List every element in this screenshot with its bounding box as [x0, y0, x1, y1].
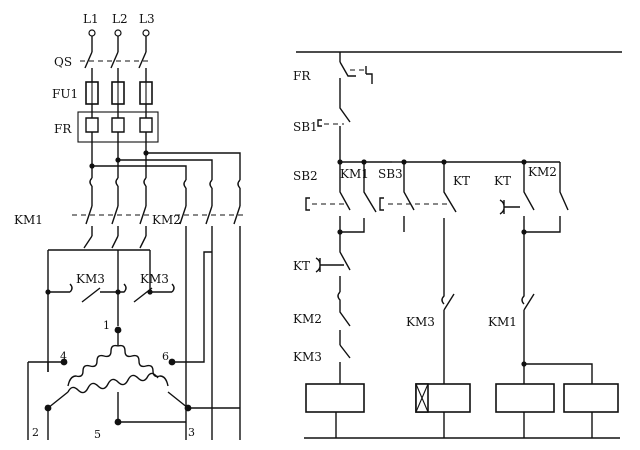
km2-feed-wiring	[89, 150, 241, 180]
km3-bridge-wiring	[47, 235, 151, 372]
coil-km3	[563, 383, 619, 413]
fr-nc-contact	[339, 61, 373, 92]
km3-right-label: KM3	[140, 272, 169, 286]
coil-kt	[415, 383, 471, 413]
km3-left-label: KM3	[76, 272, 105, 286]
main-circuit: L1 L2 L3 QS FU1 FR	[14, 12, 246, 441]
km2-hold-label: KM2	[528, 165, 557, 179]
qs-label: QS	[54, 55, 72, 69]
fu1-label: FU1	[52, 87, 78, 101]
sb1-stop-button	[317, 92, 351, 140]
sb3-label: SB3	[378, 167, 403, 181]
motor-terminal-wiring	[27, 251, 240, 440]
supply-terminal-l1	[88, 29, 96, 37]
kt-km2-contacts	[499, 162, 569, 235]
kt-delay-contact	[315, 232, 351, 292]
kt-label-b: KT	[494, 174, 511, 188]
phase-label-l3: L3	[139, 12, 155, 26]
kt-label-a: KT	[453, 174, 470, 188]
fr-label: FR	[54, 122, 72, 136]
km1-main-contacts	[72, 186, 150, 236]
km3-interlock-label: KM3	[293, 350, 322, 364]
km1-main-label: KM1	[14, 213, 43, 227]
km2-interlock-label: KM2	[293, 312, 322, 326]
terminal-label-2: 2	[32, 426, 39, 439]
coil-km2	[495, 383, 555, 413]
km3-mid-contact	[441, 232, 455, 384]
km3-star-contacts	[45, 283, 175, 303]
kt-delay-label: KT	[293, 259, 310, 273]
terminal-label-4: 4	[60, 350, 67, 363]
terminal-label-5: 5	[94, 428, 101, 441]
km2-main-contacts	[175, 200, 246, 440]
contactor-top-terminals	[89, 177, 241, 200]
phase-label-l2: L2	[112, 12, 128, 26]
motor-windings	[47, 330, 189, 420]
km3-mid-label: KM3	[406, 315, 435, 329]
km3-interlock-contact	[339, 344, 351, 384]
coil-returns	[335, 412, 593, 438]
terminal-label-1: 1	[103, 319, 110, 332]
control-circuit: FR SB1 SB2 KM1	[293, 51, 622, 439]
qs-switch	[80, 36, 152, 82]
fr-thermal-relay	[77, 111, 159, 178]
km1-right-contact	[521, 232, 593, 384]
km2-main-label: KM2	[152, 213, 181, 227]
fr-contact-label: FR	[293, 69, 311, 83]
km1-right-label: KM1	[488, 315, 517, 329]
terminal-6	[168, 358, 176, 366]
sb3-kt-contacts	[379, 162, 457, 232]
sb2-label: SB2	[293, 169, 318, 183]
terminal-label-3: 3	[188, 426, 195, 439]
fu1-fuses	[85, 81, 153, 114]
branch-rail-a	[339, 140, 364, 163]
terminal-4	[60, 358, 68, 366]
sb2-km1-hold-contacts	[305, 162, 377, 235]
sb1-label: SB1	[293, 120, 318, 134]
coil-km1	[305, 383, 365, 413]
phase-label-l1: L1	[83, 12, 99, 26]
supply-terminal-l2	[114, 29, 122, 37]
km2-interlock-contact	[337, 291, 351, 345]
supply-terminal-l3	[142, 29, 150, 37]
km1-hold-label: KM1	[340, 167, 369, 181]
terminal-label-6: 6	[162, 350, 169, 363]
